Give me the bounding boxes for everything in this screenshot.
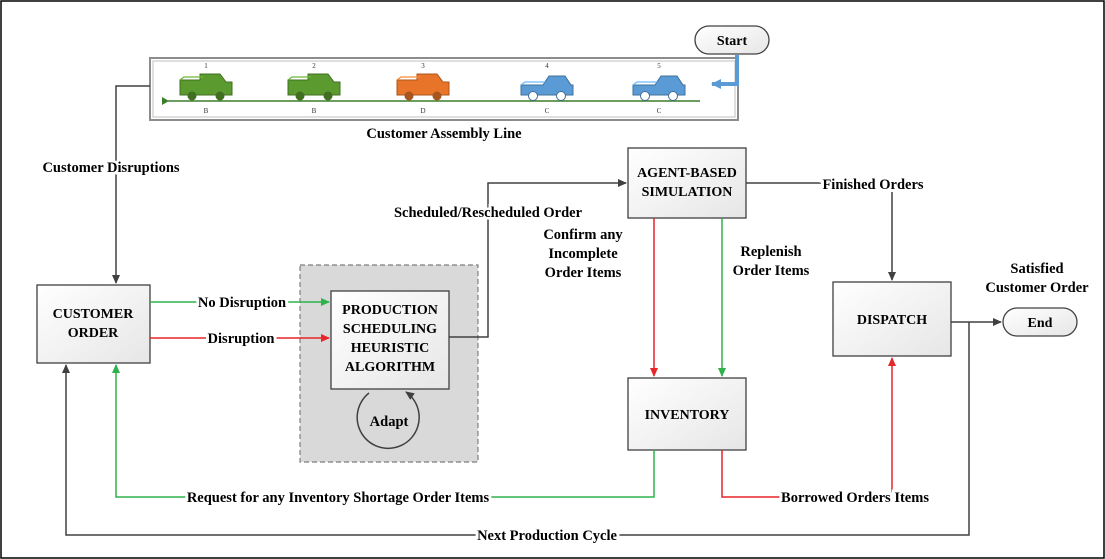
no-disruption-label: No Disruption (198, 295, 286, 311)
start-to-line-arrow (711, 55, 739, 89)
vehicle-code: B (312, 107, 317, 115)
wheel-icon (668, 91, 678, 101)
svg-text:SCHEDULING: SCHEDULING (343, 322, 437, 337)
vehicle-number: 1 (204, 62, 208, 70)
inventory-box[interactable]: INVENTORY (627, 377, 747, 451)
customer-disruptions-label: Customer Disruptions (42, 160, 179, 176)
vehicle-5: 5C (632, 62, 686, 115)
wheel-icon (295, 91, 305, 101)
scheduled-order-label: Scheduled/Rescheduled Order (394, 205, 583, 221)
borrowed-items-arrow (721, 357, 896, 498)
finished-orders-arrow (746, 182, 896, 281)
end-node[interactable]: End (1002, 307, 1078, 337)
satisfied-order-label-1: Satisfied (1010, 261, 1063, 277)
svg-text:INVENTORY: INVENTORY (645, 408, 730, 423)
assembly-line-caption: Customer Assembly Line (366, 126, 522, 142)
svg-text:PRODUCTION: PRODUCTION (342, 303, 438, 318)
svg-text:ALGORITHM: ALGORITHM (345, 360, 435, 375)
wheel-icon (323, 91, 333, 101)
borrowed-items-label: Borrowed Orders Items (781, 490, 929, 506)
vehicle-code: D (420, 107, 425, 115)
vehicle-code: C (657, 107, 662, 115)
simulation-box[interactable]: AGENT-BASED SIMULATION (627, 147, 747, 219)
svg-text:AGENT-BASED: AGENT-BASED (637, 166, 737, 181)
wheel-icon (404, 91, 414, 101)
wheel-icon (528, 91, 538, 101)
dispatch-box[interactable]: DISPATCH (832, 281, 952, 357)
svg-text:DISPATCH: DISPATCH (857, 313, 927, 328)
svg-text:End: End (1028, 316, 1053, 331)
wheel-icon (215, 91, 225, 101)
disruption-label: Disruption (208, 331, 275, 347)
satisfied-order-label-2: Customer Order (985, 280, 1089, 296)
replenish-items-label-1: Replenish (740, 244, 801, 260)
next-cycle-arrow (62, 322, 970, 536)
svg-text:Start: Start (717, 34, 748, 49)
svg-text:CUSTOMER: CUSTOMER (53, 307, 135, 322)
svg-text:SIMULATION: SIMULATION (642, 185, 733, 200)
confirm-items-label-2: Incomplete (548, 246, 618, 262)
vehicle-4: 4C (520, 62, 574, 115)
finished-orders-label: Finished Orders (822, 177, 923, 193)
customer-order-box[interactable]: CUSTOMER ORDER (36, 284, 151, 364)
svg-text:Adapt: Adapt (370, 414, 409, 430)
wheel-icon (432, 91, 442, 101)
request-shortage-arrow (112, 364, 655, 498)
wheel-icon (640, 91, 650, 101)
vehicle-2: 2B (287, 62, 341, 115)
svg-text:ORDER: ORDER (68, 326, 119, 341)
replenish-items-label-2: Order Items (733, 263, 810, 279)
vehicle-code: B (204, 107, 209, 115)
adapt-loop: Adapt (356, 391, 420, 450)
scheduled-order-arrow (449, 179, 627, 338)
request-shortage-label: Request for any Inventory Shortage Order… (187, 490, 490, 506)
vehicle-3: 3D (396, 62, 450, 115)
wheel-icon (187, 91, 197, 101)
production-scheduling-box[interactable]: PRODUCTION SCHEDULING HEURISTIC ALGORITH… (330, 290, 450, 390)
vehicle-code: C (545, 107, 550, 115)
vehicle-1: 1B (179, 62, 233, 115)
svg-text:HEURISTIC: HEURISTIC (351, 341, 430, 356)
customer-disruptions-arrow (112, 85, 150, 284)
confirm-items-label-3: Order Items (545, 265, 622, 281)
next-cycle-label: Next Production Cycle (477, 528, 617, 544)
confirm-items-label-1: Confirm any (543, 227, 623, 243)
vehicle-number: 2 (312, 62, 316, 70)
wheel-icon (556, 91, 566, 101)
start-node[interactable]: Start (694, 25, 770, 55)
vehicle-number: 3 (421, 62, 425, 70)
vehicle-number: 4 (545, 62, 549, 70)
vehicle-number: 5 (657, 62, 661, 70)
